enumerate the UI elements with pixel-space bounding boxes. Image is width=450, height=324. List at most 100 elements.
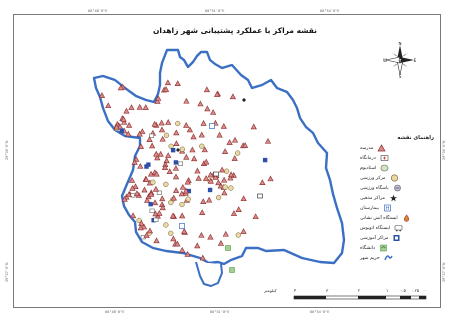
school-marker <box>165 119 172 125</box>
scale-label: ۰.۲۵ <box>411 288 420 293</box>
school-marker <box>240 195 247 202</box>
school-marker <box>240 228 247 234</box>
svg-text:H: H <box>386 206 390 212</box>
sport-center-marker <box>199 143 205 149</box>
school-marker <box>159 204 166 211</box>
education-marker <box>148 201 153 207</box>
school-marker <box>184 178 191 185</box>
school-marker <box>199 254 206 261</box>
clinic-icon <box>380 154 389 162</box>
coord-bottom-1: 60°48'0"E <box>105 310 125 314</box>
school-marker <box>136 103 143 110</box>
school-marker <box>219 166 226 173</box>
education-marker <box>170 147 176 153</box>
school-marker <box>158 119 165 126</box>
legend-label: ایستگاه اتوبوس <box>360 225 391 231</box>
school-marker <box>120 115 127 122</box>
legend-title: راهنمای نقشه <box>397 135 434 141</box>
legend-label: مراکز آموزشی <box>360 235 389 241</box>
school-marker <box>137 224 144 231</box>
education-icon <box>392 234 401 242</box>
school-marker <box>203 158 210 165</box>
school-marker <box>173 129 180 136</box>
school-marker <box>158 126 166 133</box>
clinic-marker <box>149 208 155 213</box>
school-marker <box>216 131 223 138</box>
scale-label: ۴ <box>294 288 297 293</box>
school-marker <box>259 179 266 185</box>
school-marker <box>191 155 198 162</box>
city-boundary-south <box>195 261 223 287</box>
religious-icon <box>389 194 398 202</box>
scale-labels: کیلومتر ۴ ۳ ۲ ۱ ۰.۵ ۰.۲۵ ۰ <box>264 288 434 294</box>
legend-item-religious: مراکز مذهبی <box>360 193 434 203</box>
legend-label: حریم شهر <box>360 255 380 261</box>
hospital-marker <box>209 123 215 129</box>
school-marker <box>140 223 148 230</box>
school-marker <box>227 171 235 178</box>
school-marker <box>199 209 206 215</box>
school-marker <box>221 148 229 154</box>
sport-center-marker <box>234 150 241 156</box>
hospital-icon: H <box>383 204 392 212</box>
school-marker <box>153 237 160 244</box>
school-marker <box>207 171 214 178</box>
school-marker <box>195 175 202 181</box>
hospital-marker <box>179 223 185 229</box>
school-marker <box>235 206 242 212</box>
facility-points <box>98 79 274 261</box>
education-marker <box>262 157 268 163</box>
scale-label: ۱ <box>386 288 389 293</box>
gym-icon <box>393 184 402 192</box>
scale-label: ۰.۵ <box>400 288 406 293</box>
coord-top-3: 60°54'0"E <box>320 9 340 13</box>
school-marker <box>197 100 204 107</box>
school-marker <box>154 97 161 104</box>
school-marker <box>207 233 214 240</box>
school-marker <box>189 146 196 153</box>
scale-bar-graphic <box>293 295 427 300</box>
school-marker <box>170 235 177 242</box>
school-marker <box>179 212 186 219</box>
school-marker <box>178 190 185 197</box>
school-marker <box>125 191 133 198</box>
school-marker <box>172 173 180 180</box>
legend-label: مرکز ورزشی <box>360 175 386 181</box>
school-marker <box>121 195 128 202</box>
clinic-marker <box>149 133 154 138</box>
clinic-marker <box>178 161 183 166</box>
school-marker <box>194 167 201 174</box>
school-marker <box>169 212 177 219</box>
city-boundary-icon <box>384 254 393 262</box>
scale-label: ۳ <box>326 288 329 293</box>
school-marker <box>179 183 186 190</box>
school-marker <box>229 93 237 100</box>
coord-top-1: 60°48'0"E <box>88 9 108 13</box>
sport-center-icon <box>390 174 399 182</box>
school-marker <box>190 133 197 140</box>
school-marker <box>186 126 194 133</box>
school-marker <box>146 136 153 142</box>
stadium-icon <box>380 164 389 172</box>
school-marker <box>153 170 160 177</box>
bus-marker <box>257 193 263 199</box>
fire-station-icon <box>402 214 411 222</box>
coord-bottom-3: 60°54'0"E <box>310 310 330 314</box>
school-marker <box>194 242 201 249</box>
school-marker <box>156 210 163 216</box>
school-marker <box>136 130 143 137</box>
legend-label: درمانگاه <box>360 155 376 161</box>
sport-center-marker <box>168 230 174 237</box>
legend-label: ایستگاه آتش نشانی <box>360 215 398 221</box>
religious-marker <box>176 148 180 152</box>
school-marker <box>146 227 154 234</box>
clinic-marker <box>153 217 159 222</box>
legend-label: باشگاه ورزشی <box>360 185 389 191</box>
school-marker <box>165 152 172 158</box>
sport-center-marker <box>163 222 169 228</box>
university-icon <box>379 244 388 252</box>
legend-item-city-boundary: حریم شهر <box>360 253 434 263</box>
